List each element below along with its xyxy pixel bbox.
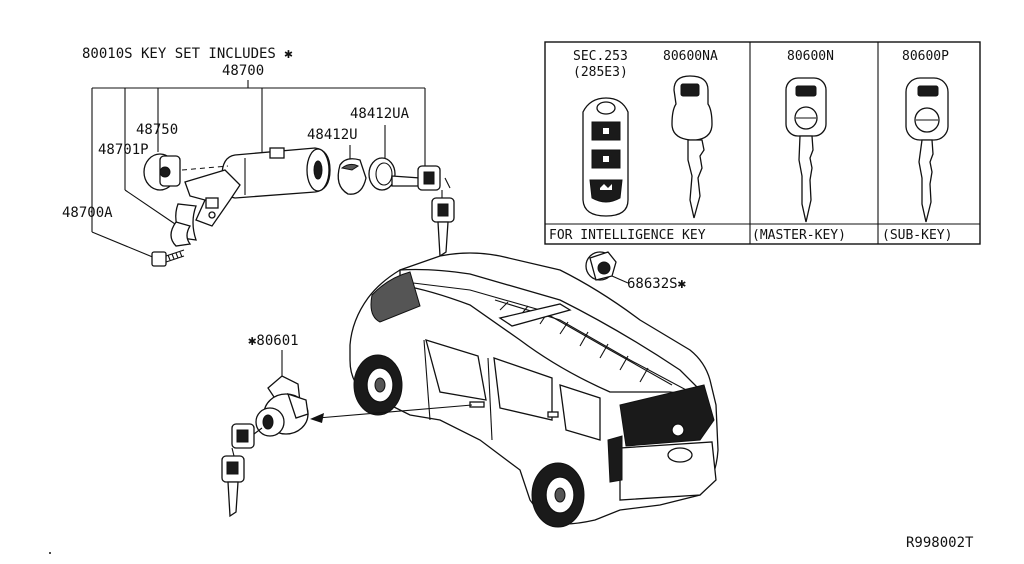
key-80600P-sub (905, 77, 949, 223)
reference-number: R998002T (906, 535, 974, 551)
cover-48412U (337, 158, 367, 195)
part-48412U-label: 48412U (307, 127, 358, 143)
part-48701P-label: 48701P (98, 142, 149, 158)
part-68632S-label: 68632S✱ (627, 276, 687, 292)
dot-mark (49, 552, 51, 554)
sec-subtitle: (285E3) (573, 65, 628, 80)
key-pair-upper (391, 165, 455, 258)
caption-sub-key: (SUB-KEY) (882, 228, 952, 243)
leader-arrow-80601 (310, 404, 473, 423)
lock-68632S (585, 251, 629, 284)
key-table (544, 41, 981, 245)
key-80600N-master (785, 77, 827, 223)
caption-intelligence-key: FOR INTELLIGENCE KEY (549, 228, 706, 243)
sec-title: SEC.253 (573, 49, 628, 64)
part-48750-label: 48750 (136, 122, 178, 138)
key-pair-lower (221, 423, 263, 518)
key-80600P-label: 80600P (902, 49, 949, 64)
key-80600NA (671, 75, 713, 219)
cap-48412UA (368, 157, 396, 191)
part-48700-label: 48700 (222, 63, 264, 79)
suv-vehicle (349, 252, 719, 528)
door-lock-80601 (255, 375, 309, 437)
leader-lines-top (91, 80, 426, 259)
part-48700A-label: 48700A (62, 205, 113, 221)
part-80601-label: ✱80601 (248, 333, 299, 349)
part-48412UA-label: 48412UA (350, 106, 410, 122)
intelligence-key-fob (582, 97, 629, 217)
caption-master-key: (MASTER-KEY) (752, 228, 846, 243)
key-80600NA-label: 80600NA (663, 49, 718, 64)
key-set-label: 80010S KEY SET INCLUDES ✱ (82, 46, 293, 62)
key-80600N-label: 80600N (787, 49, 834, 64)
ignition-cylinder-assembly (143, 147, 331, 267)
